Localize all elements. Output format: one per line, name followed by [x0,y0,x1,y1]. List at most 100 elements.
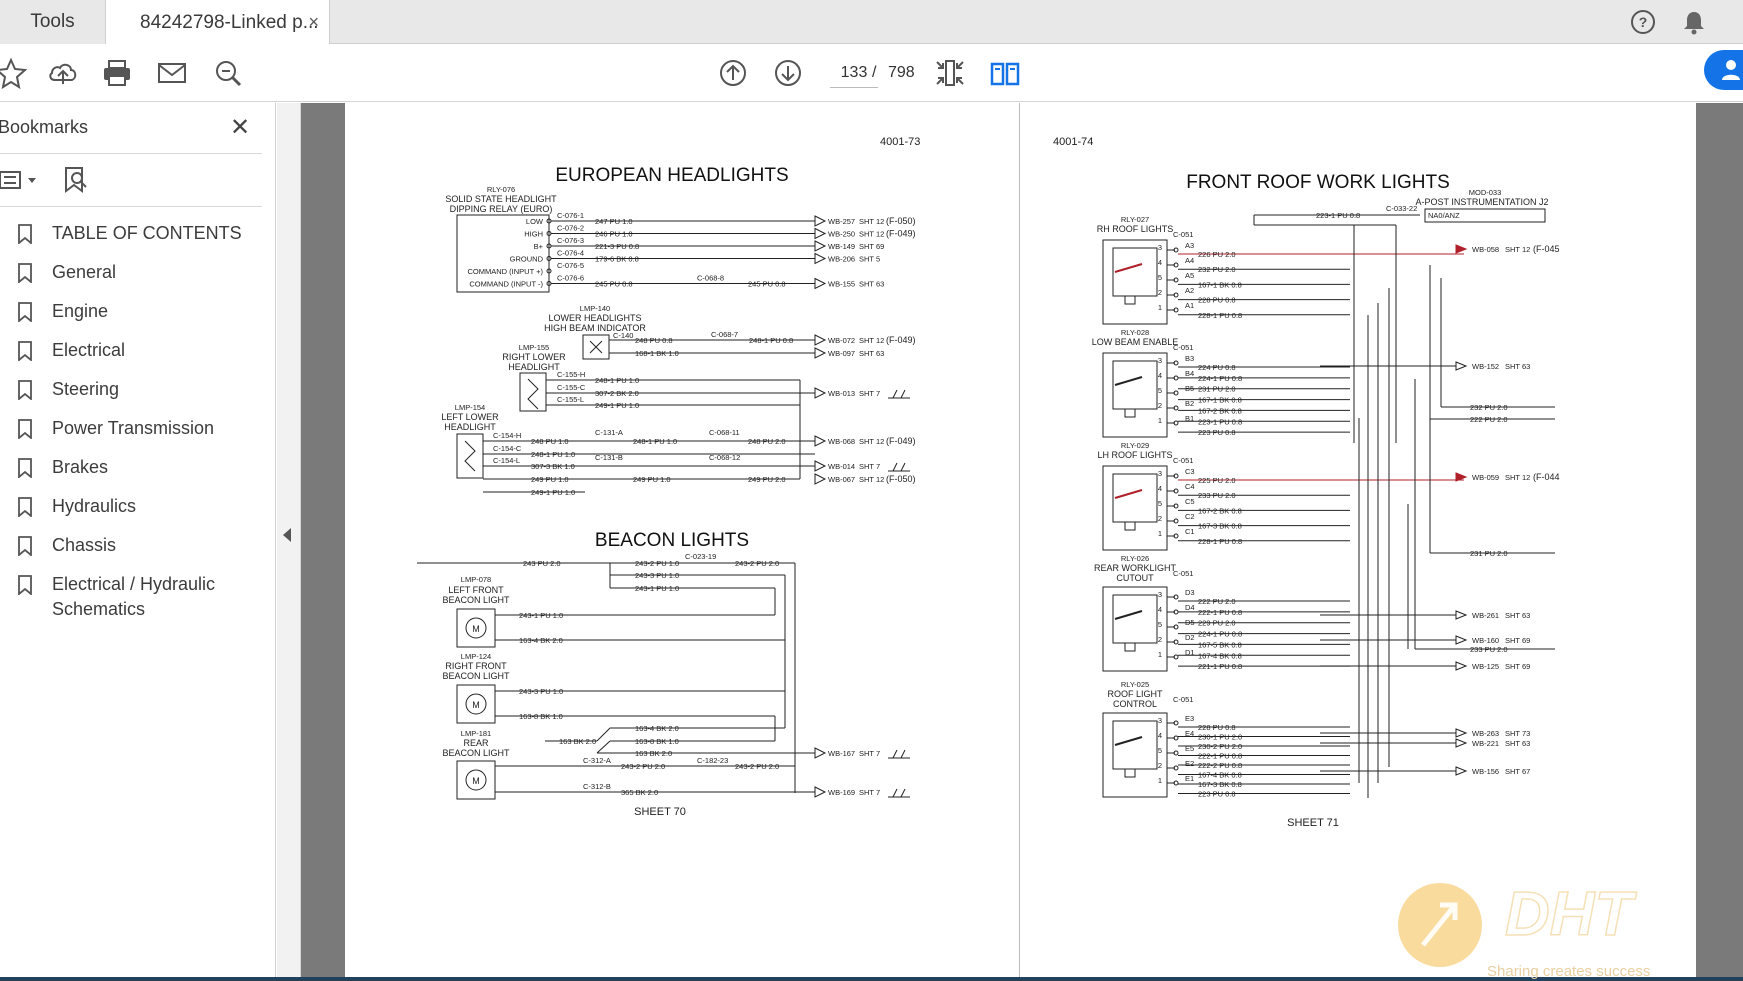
upload-cloud-icon[interactable] [46,56,80,90]
bell-icon[interactable] [1680,8,1708,36]
bookmark-general[interactable]: General [18,260,268,285]
page-gutter [1019,103,1020,977]
sheet-ref: SHT 67 [1505,767,1530,776]
module-label: NA0/ANZ [1428,211,1460,220]
close-panel-icon[interactable]: ✕ [230,114,251,141]
tab-close-icon[interactable]: × [308,12,319,32]
wire-label: 230-1 PU 2.0 [1198,733,1242,742]
print-icon[interactable] [100,56,134,90]
connector-label: C-076-4 [557,249,584,258]
lamp-name: HIGH BEAM INDICATOR [544,323,646,333]
zoom-out-icon[interactable] [211,56,245,90]
add-bookmark-icon[interactable] [62,165,90,195]
wire-label: 243-2 PU 2.0 [735,762,779,771]
tab-document[interactable]: 84242798-Linked p... × [106,0,330,45]
wire-label: 248 PU 1.0 [531,437,569,446]
relay-coil-symbol [1124,768,1136,778]
arrow-icon [1455,472,1468,482]
ground-icon [888,749,910,759]
wire-label: 365 BK 2.0 [621,788,658,797]
previous-page-icon[interactable] [716,56,750,90]
wire-label: 307-2 BK 2.0 [595,389,639,398]
lamp-name: LEFT LOWER [441,412,499,422]
wire-label: 221-3 PU 0.8 [595,242,639,251]
pin-label: C2 [1185,512,1195,521]
wire-label: 245 PU 0.8 [595,280,633,289]
motor-icon [465,693,487,715]
wire-label: 248-1 PU 1.0 [595,376,639,385]
wire-label: 221-1 PU 0.8 [1198,662,1242,671]
sheet-label: SHEET 71 [1287,817,1339,829]
bookmark-icon [18,536,32,556]
next-page-icon[interactable] [771,56,805,90]
bookmarks-panel: Bookmarks ✕ TABLE OF CONTENTS General En… [0,103,276,981]
wire-destination: WB-261 [1472,611,1499,620]
wire-destination: WB-125 [1472,662,1499,671]
pin-dot [1173,473,1179,479]
wire-label: 248 PU 0.8 [635,336,673,345]
pin-number: 1 [1158,303,1162,312]
wire-destination: WB-013 [828,389,855,398]
page-number-input[interactable]: 133 [830,58,878,88]
connector-label: C-051 [1173,456,1193,465]
bookmark-hydraulics[interactable]: Hydraulics [18,494,268,519]
lamp-name: BEACON LIGHT [442,748,510,758]
fuse-ref: (F-045 [1533,244,1560,254]
bookmark-power-transmission[interactable]: Power Transmission [18,416,268,441]
bookmark-engine[interactable]: Engine [18,299,268,324]
pin-label: E5 [1185,744,1194,753]
connector-label: C-154-H [493,431,521,440]
star-icon[interactable] [0,56,28,90]
schematic-left: 4001-73 EUROPEAN HEADLIGHTS RLY-076 SOLI… [417,136,920,818]
pin-label: E3 [1185,714,1194,723]
relay-name: LH ROOF LIGHTS [1097,450,1172,460]
arrow-icon [814,215,827,227]
bookmark-electrical[interactable]: Electrical [18,338,268,363]
page-left: 4001-73 EUROPEAN HEADLIGHTS RLY-076 SOLI… [345,103,1019,977]
page-right: 4001-74 FRONT ROOF WORK LIGHTS MOD-033 A… [1020,103,1696,977]
bookmark-label: Steering [52,379,120,399]
panel-collapse-handle[interactable] [277,103,301,977]
lamp-name: RIGHT FRONT [445,661,507,671]
schematic-right: 4001-74 FRONT ROOF WORK LIGHTS MOD-033 A… [1053,136,1560,829]
wire-label: 163-8 BK 1.0 [519,712,563,721]
pin-dot [1173,420,1179,426]
pin-number: 1 [1158,416,1162,425]
bookmark-chassis[interactable]: Chassis [18,533,268,558]
wire-label: 167-4 BK 0.8 [1198,771,1242,780]
help-icon[interactable]: ? [1629,8,1657,36]
pin-dot [1173,654,1179,660]
wire-label: 163 BK 2.0 [559,737,596,746]
bookmark-steering[interactable]: Steering [18,377,268,402]
pin-dot [1173,307,1179,313]
bookmarks-title: Bookmarks [0,117,89,137]
module-name: A-POST INSTRUMENTATION J2 [1415,197,1548,207]
relay-coil [1112,247,1158,297]
relay-box [456,214,550,293]
bookmark-electrical-hydraulic-schematics[interactable]: Electrical / Hydraulic Schematics [18,572,268,622]
two-page-view-icon[interactable] [988,56,1022,90]
mail-icon[interactable] [155,56,189,90]
tab-tools[interactable]: Tools [0,0,106,44]
bookmark-label: Chassis [52,535,117,555]
relay-coil-symbol [1124,521,1136,531]
wire-label: 224 PU 0.8 [1198,363,1236,372]
bookmark-table-of-contents[interactable]: TABLE OF CONTENTS [18,221,268,246]
wire-destination: WB-155 [828,280,855,289]
wire-label: 223-1 PU 0.8 [1198,417,1242,426]
sheet-ref: SHT 7 [859,462,880,471]
pin-number: 3 [1158,243,1162,252]
share-button[interactable] [1704,50,1743,90]
relay-name: REAR WORKLIGHT [1094,563,1177,573]
divider [0,206,262,207]
wire-destination: WB-167 [828,749,855,758]
bookmark-brakes[interactable]: Brakes [18,455,268,480]
fit-page-icon[interactable] [933,56,967,90]
wire-label: 223 PU 0.8 [1198,790,1236,799]
module-box [1424,208,1546,223]
document-view[interactable]: 4001-73 EUROPEAN HEADLIGHTS RLY-076 SOLI… [301,103,1743,977]
fuse-ref: (F-049) [886,229,916,239]
add-user-icon [1722,60,1740,80]
bookmark-options-icon[interactable] [0,165,40,195]
wire-label: 248-1 PU 1.0 [633,437,677,446]
